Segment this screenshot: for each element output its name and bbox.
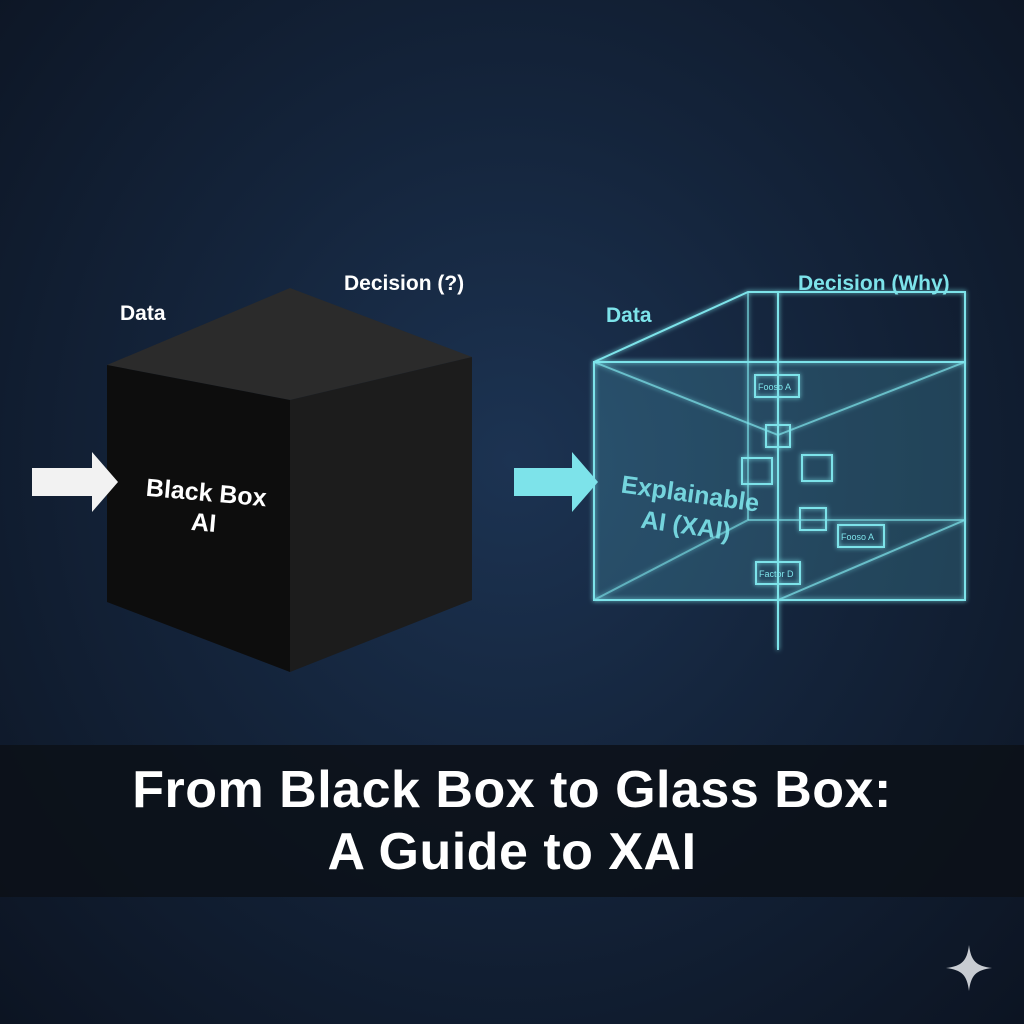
left-decision-label: Decision (?) <box>344 272 465 295</box>
right-decision-label: Decision (Why) <box>798 272 950 295</box>
black-box-cube <box>107 288 472 672</box>
node-label: Factor D <box>759 569 794 579</box>
node-label: Fooso A <box>758 382 791 392</box>
title-line-2: A Guide to XAI <box>327 823 697 881</box>
title-banner: From Black Box to Glass Box: A Guide to … <box>0 745 1024 897</box>
glass-nodes: Fooso A Fooso A Factor D <box>758 382 874 579</box>
glass-box-cube <box>593 291 966 650</box>
input-arrow-white <box>32 452 118 512</box>
node-label: Fooso A <box>841 532 874 542</box>
input-arrow-cyan <box>514 452 598 512</box>
title-line-1: From Black Box to Glass Box: <box>132 761 892 819</box>
sparkle-icon <box>946 945 992 991</box>
left-data-label: Data <box>120 302 166 325</box>
right-data-label: Data <box>606 304 652 327</box>
